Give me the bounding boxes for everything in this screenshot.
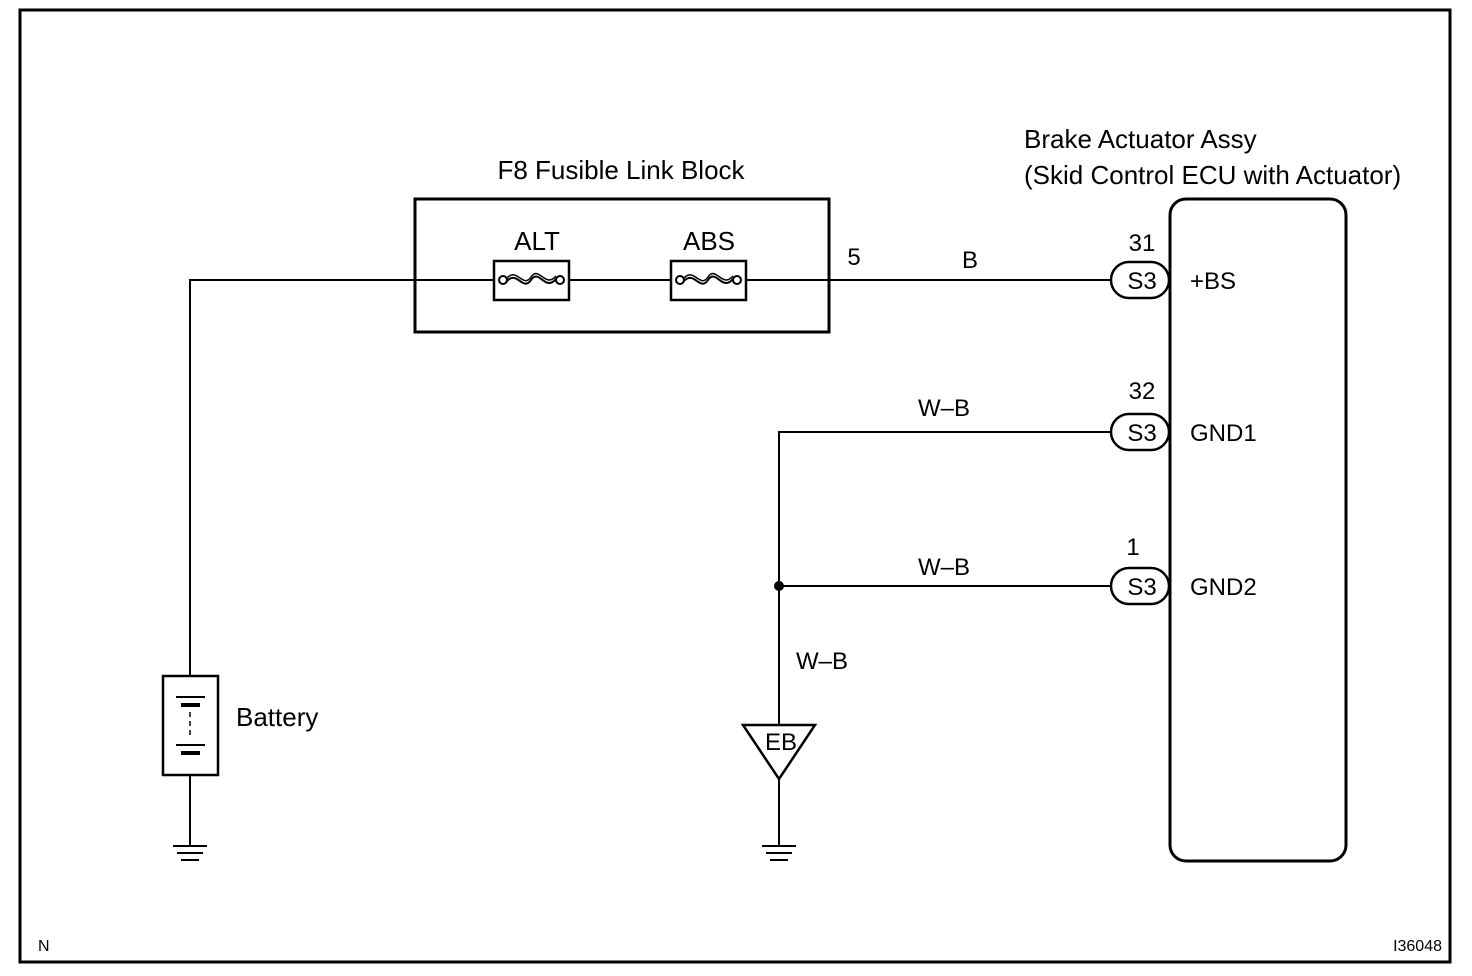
splice-point <box>774 581 784 591</box>
gnd1-wire-color: W–B <box>918 395 970 422</box>
battery-label: Battery <box>236 702 318 732</box>
eb-ground-icon <box>762 845 796 861</box>
alt-fuse-label: ALT <box>514 226 560 256</box>
power-wire-color: B <box>962 247 978 274</box>
ground-wire-color: W–B <box>796 648 848 675</box>
abs-fuse <box>669 259 748 302</box>
pin-number-1: 1 <box>1126 534 1139 561</box>
connector-label: S3 <box>1127 268 1156 295</box>
ground-point-label: EB <box>765 729 797 756</box>
fuse-block-terminal-number: 5 <box>847 244 860 271</box>
abs-fuse-label: ABS <box>683 226 735 256</box>
gnd1-wire <box>778 431 1112 725</box>
ecu-block <box>1168 197 1348 863</box>
connector-pin-1: S3 <box>1109 566 1171 606</box>
fusible-link-block <box>413 197 831 334</box>
gnd2-wire-color: W–B <box>918 554 970 581</box>
ecu-title-line2: (Skid Control ECU with Actuator) <box>1024 160 1401 190</box>
connector-label: S3 <box>1127 574 1156 601</box>
ecu-title-line1: Brake Actuator Assy <box>1024 124 1257 154</box>
ground-point-eb <box>740 723 818 782</box>
figure-id: I36048 <box>1393 938 1442 955</box>
pin-number-32: 32 <box>1129 378 1156 405</box>
corner-mark: N <box>38 938 50 955</box>
terminal-name-bs: +BS <box>1190 268 1236 295</box>
connector-label: S3 <box>1127 420 1156 447</box>
battery-ground-icon <box>173 845 207 861</box>
connector-pin-31: S3 <box>1109 260 1171 300</box>
battery-symbol <box>161 674 220 777</box>
pin-number-31: 31 <box>1129 230 1156 257</box>
diagram-frame <box>18 8 1452 964</box>
terminal-name-gnd2: GND2 <box>1190 574 1257 601</box>
fuse-block-title: F8 Fusible Link Block <box>497 155 745 185</box>
terminal-name-gnd1: GND1 <box>1190 420 1257 447</box>
power-wire <box>189 279 1112 676</box>
connector-pin-32: S3 <box>1109 412 1171 452</box>
alt-fuse <box>492 259 571 302</box>
